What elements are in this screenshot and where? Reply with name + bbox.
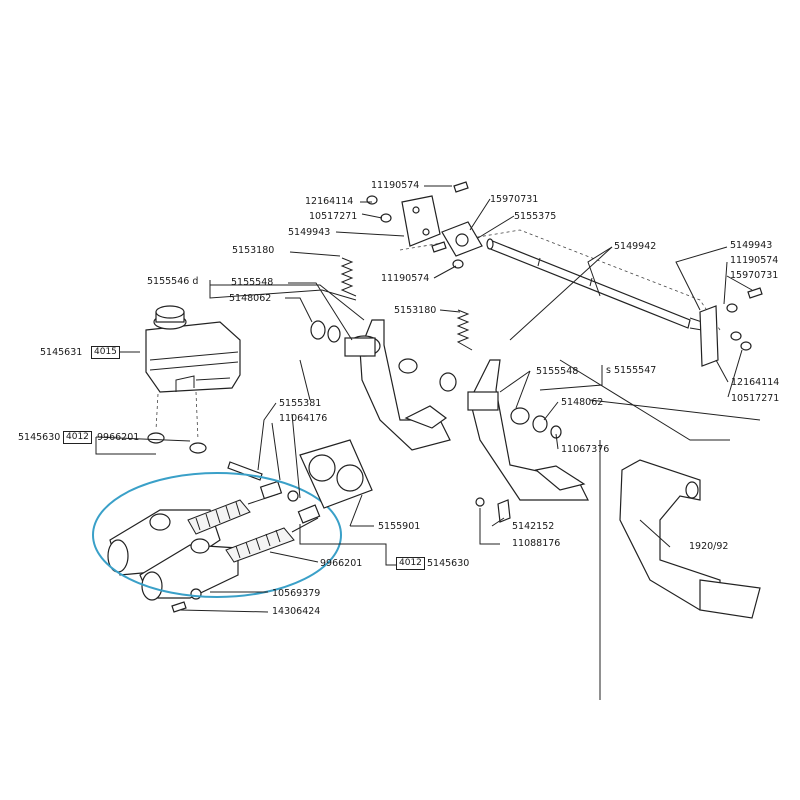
label-11190574-right: 11190574 (730, 255, 779, 266)
label-5155548-a: 5155548 (231, 277, 274, 288)
label-9966201-left: 9966201 (97, 432, 140, 443)
label-1920-92: 1920/92 (689, 541, 729, 552)
right-pedal (439, 359, 589, 501)
label-11088176: 11088176 (512, 538, 561, 549)
master-cylinder (107, 461, 321, 613)
label-10517271-right: 10517271 (731, 393, 780, 404)
label-5155375: 5155375 (514, 211, 557, 222)
label-15970731-right: 15970731 (730, 270, 779, 281)
box-4012-left: 4012 (63, 431, 92, 444)
label-11190574-mid: 11190574 (381, 273, 430, 284)
reservoir-grommets (147, 391, 207, 454)
label-5153180-b: 5153180 (394, 305, 437, 316)
label-15970731-top: 15970731 (490, 194, 539, 205)
label-11190574-top: 11190574 (371, 180, 420, 191)
label-5149942: 5149942 (614, 241, 657, 252)
fluid-reservoir (145, 305, 241, 393)
label-5153180-a: 5153180 (232, 245, 275, 256)
box-4012-right: 4012 (396, 557, 425, 570)
label-10517271-top: 10517271 (309, 211, 358, 222)
label-11067376: 11067376 (561, 444, 610, 455)
background-outline (299, 229, 761, 700)
mounting-bracket-right (699, 287, 763, 367)
box-4015: 4015 (91, 346, 120, 359)
label-5155548-b: 5155548 (536, 366, 579, 377)
label-5148062-b: 5148062 (561, 397, 604, 408)
label-5149943-right: 5149943 (730, 240, 773, 251)
pedal-shaft (486, 238, 703, 331)
label-5142152: 5142152 (512, 521, 555, 532)
accelerator-pedal (475, 459, 761, 619)
leader-lines (95, 185, 753, 613)
label-9966201-right: 9966201 (320, 558, 363, 569)
label-5155901: 5155901 (378, 521, 421, 532)
label-5145631: 5145631 (40, 347, 83, 358)
label-5149943-top: 5149943 (288, 227, 331, 238)
return-springs (340, 257, 473, 351)
label-5155546: 5155546 d (147, 276, 199, 287)
label-5145630-left: 5145630 (18, 432, 61, 443)
label-14306424: 14306424 (272, 606, 321, 617)
label-12164114-right: 12164114 (731, 377, 780, 388)
gasket-plate (299, 439, 373, 509)
label-5145630-right: 5145630 (427, 558, 470, 569)
highlight-ellipse (92, 472, 342, 598)
mounting-bracket-top (366, 181, 483, 269)
label-5148062-a: 5148062 (229, 293, 272, 304)
label-5155381: 5155381 (279, 398, 322, 409)
label-5155547: s 5155547 (606, 365, 657, 376)
label-10569379: 10569379 (272, 588, 321, 599)
label-11064176: 11064176 (279, 413, 328, 424)
label-12164114-top: 12164114 (305, 196, 354, 207)
left-pedal (310, 319, 451, 451)
